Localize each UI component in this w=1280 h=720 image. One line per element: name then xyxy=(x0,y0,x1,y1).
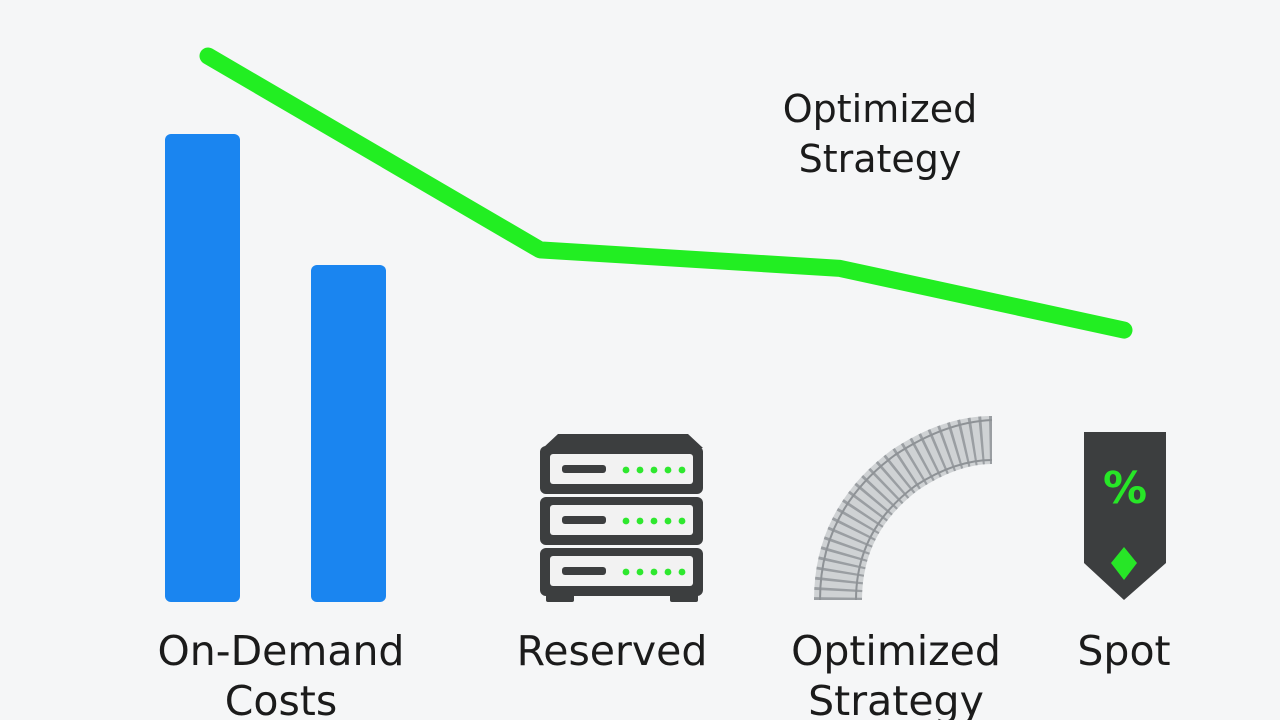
line-series-label: Optimized Strategy xyxy=(750,84,1010,184)
category-label-line2: Costs xyxy=(224,677,338,720)
category-label-on-demand: On-Demand Costs xyxy=(136,626,426,720)
line-layer xyxy=(199,47,1133,339)
category-label-line2: Strategy xyxy=(808,677,984,720)
spring-coil-icon xyxy=(814,416,993,601)
category-label-reserved: Reserved xyxy=(492,626,732,676)
bars-layer xyxy=(165,134,386,602)
category-label-line1: Spot xyxy=(1077,627,1171,675)
category-label-line1: Optimized xyxy=(791,627,1001,675)
category-label-line1: On-Demand xyxy=(157,627,405,675)
server-rack-icon xyxy=(540,434,703,602)
price-tag-percent-icon: % xyxy=(1084,432,1166,600)
line-label-line1: Optimized xyxy=(782,87,978,131)
category-label-spot: Spot xyxy=(1054,626,1194,676)
bar xyxy=(165,134,240,602)
bar xyxy=(311,265,386,602)
category-label-optimized-strategy: Optimized Strategy xyxy=(766,626,1026,720)
category-label-line1: Reserved xyxy=(516,627,708,675)
percent-symbol: % xyxy=(1103,463,1147,514)
series-line xyxy=(199,47,1133,339)
line-label-line2: Strategy xyxy=(798,137,962,181)
